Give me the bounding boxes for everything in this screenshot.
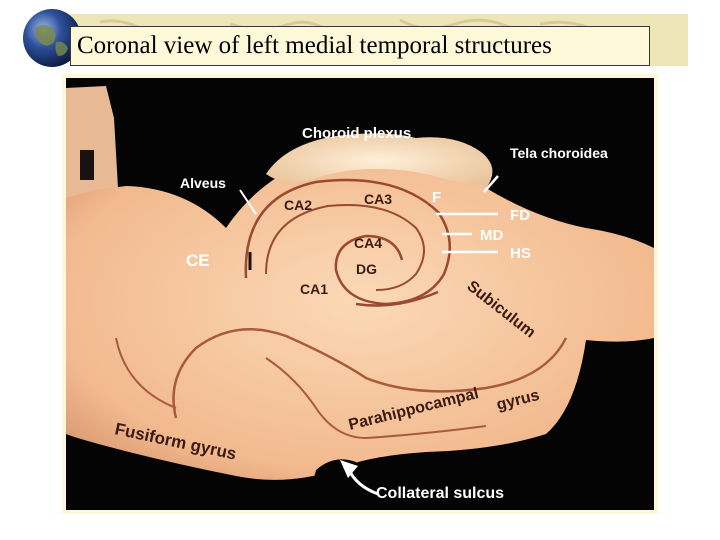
parahippocampal-fold <box>265 357 487 440</box>
label-md: MD <box>480 227 503 244</box>
label-choroid-plexus: Choroid plexus <box>302 125 411 142</box>
left-tissue-notch <box>80 150 94 180</box>
label-ca2: CA2 <box>284 197 312 213</box>
label-collateral-sulcus: Collateral sulcus <box>376 485 504 502</box>
collateral-arrowhead <box>340 460 358 478</box>
hippocampus-outline <box>244 178 451 306</box>
slide-title-box: Coronal view of left medial temporal str… <box>70 26 650 66</box>
label-tela-choroidea: Tela choroidea <box>510 145 608 161</box>
label-ce: CE <box>186 251 210 270</box>
label-hs: HS <box>510 245 531 262</box>
alveus-leader <box>239 189 257 215</box>
globe-icon <box>23 9 81 67</box>
label-alveus: Alveus <box>180 175 226 191</box>
label-ca4: CA4 <box>354 235 382 251</box>
label-fd: FD <box>510 207 530 224</box>
label-f: F <box>432 189 441 206</box>
choroid-plexus-tissue <box>266 133 493 188</box>
fusiform-fold <box>115 337 177 409</box>
label-dg: DG <box>356 261 377 277</box>
dentate-fold <box>265 203 425 291</box>
subiculum-fold <box>172 328 568 419</box>
anatomy-illustration: Choroid plexus Tela choroidea Alveus F F… <box>66 86 654 510</box>
slide-title: Coronal view of left medial temporal str… <box>77 32 552 59</box>
label-ca3: CA3 <box>364 191 392 207</box>
label-ca1: CA1 <box>300 281 328 297</box>
tissue-mass <box>66 155 654 480</box>
tela-leader <box>483 175 499 193</box>
anatomy-figure: Choroid plexus Tela choroidea Alveus F F… <box>66 78 654 510</box>
ca1-line <box>355 290 439 307</box>
